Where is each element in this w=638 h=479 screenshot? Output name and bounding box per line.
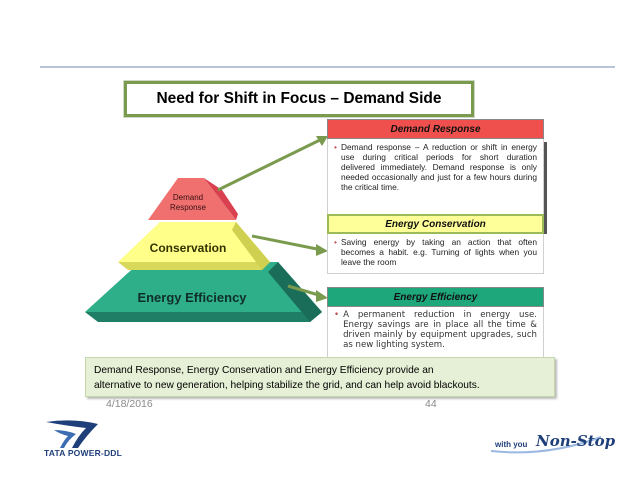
tagline-main: Non-Stop [536, 432, 615, 450]
arrow-to-demand-response [218, 138, 324, 190]
footer-page-number: 44 [425, 398, 437, 410]
summary-line-2: alternative to new generation, helping s… [94, 378, 546, 393]
footer-date: 4/18/2016 [106, 398, 153, 410]
summary-line-1: Demand Response, Energy Conservation and… [94, 363, 546, 378]
panel-body-energy-conservation: • Saving energy by taking an action that… [327, 234, 544, 274]
bullet-icon: • [334, 237, 337, 270]
tagline-prefix: with you [495, 440, 527, 449]
panel-header-energy-efficiency: Energy Efficiency [327, 287, 544, 307]
summary-callout: Demand Response, Energy Conservation and… [85, 357, 555, 397]
company-name: TATA POWER-DDL [44, 448, 122, 458]
pyramid-label-demand-line1: Demand [173, 193, 203, 202]
panel-energy-conservation: Energy Conservation • Saving energy by t… [327, 214, 544, 274]
tata-power-logo-icon [38, 418, 128, 466]
pyramid-label-conservation: Conservation [150, 241, 227, 255]
pyramid-label-demand-line2: Response [170, 203, 207, 212]
panel-header-demand-response: Demand Response [327, 119, 544, 139]
arrow-to-energy-conservation [252, 236, 322, 250]
pyramid-label-efficiency: Energy Efficiency [137, 290, 247, 305]
panel-header-energy-conservation: Energy Conservation [327, 214, 544, 234]
panel-text-energy-conservation: Saving energy by taking an action that o… [341, 237, 537, 270]
